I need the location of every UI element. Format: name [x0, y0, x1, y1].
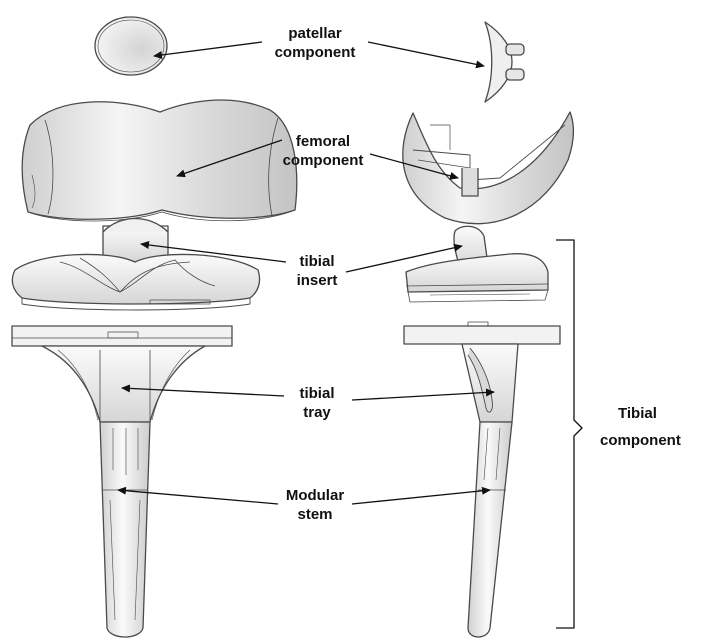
tibial-tray-side [404, 322, 560, 422]
patellar-component-side [485, 22, 524, 102]
label-insert-line1: tibial [282, 252, 352, 271]
tibial-insert-side [406, 226, 548, 302]
stem-arrow-right [352, 490, 490, 504]
label-tray-line2: tray [284, 403, 350, 422]
label-femoral-line2: component [270, 151, 376, 170]
tibial-insert-front [12, 219, 259, 311]
label-patellar-line2: component [262, 43, 368, 62]
label-modular-stem: Modular stem [276, 486, 354, 524]
patellar-arrow-right [368, 42, 484, 66]
label-tibial-insert: tibial insert [282, 252, 352, 290]
label-tibial-component: Tibial component [596, 404, 716, 450]
tibial-component-bracket [556, 240, 582, 628]
label-insert-line2: insert [282, 271, 352, 290]
femoral-component-side [403, 112, 574, 224]
patellar-component-front [95, 17, 167, 75]
tray-arrow-right [352, 392, 494, 400]
label-femoral-line1: femoral [270, 132, 376, 151]
patellar-arrow-left [154, 42, 262, 56]
label-stem-line2: stem [276, 505, 354, 524]
femoral-component-front [22, 100, 297, 221]
label-patellar-line1: patellar [262, 24, 368, 43]
modular-stem-front [100, 422, 150, 637]
label-tibial-component-line1: Tibial [596, 404, 716, 423]
modular-stem-side [468, 422, 512, 637]
label-tibial-tray: tibial tray [284, 384, 350, 422]
label-femoral-component: femoral component [270, 132, 376, 170]
label-tray-line1: tibial [284, 384, 350, 403]
label-tibial-component-line2: component [596, 431, 716, 450]
label-stem-line1: Modular [276, 486, 354, 505]
label-patellar-component: patellar component [262, 24, 368, 62]
tibial-tray-front [12, 326, 232, 422]
